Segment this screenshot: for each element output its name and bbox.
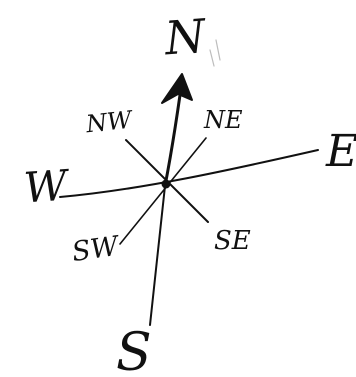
- label-west: W: [22, 160, 69, 213]
- label-north: N: [163, 8, 208, 66]
- south-line: [149, 185, 166, 326]
- northeast-southwest-line: [119, 137, 207, 245]
- center-dot: [161, 179, 171, 189]
- label-south: S: [116, 323, 152, 377]
- north-line: [163, 93, 182, 188]
- north-arrowhead: [161, 73, 193, 104]
- label-northeast: NE: [204, 106, 243, 134]
- west-east-line: [59, 149, 319, 198]
- pencil-smudge: [209, 39, 221, 67]
- label-northwest: NW: [84, 105, 134, 139]
- label-southeast: SE: [214, 226, 251, 256]
- label-southwest: SW: [70, 230, 121, 269]
- label-east: E: [326, 126, 356, 177]
